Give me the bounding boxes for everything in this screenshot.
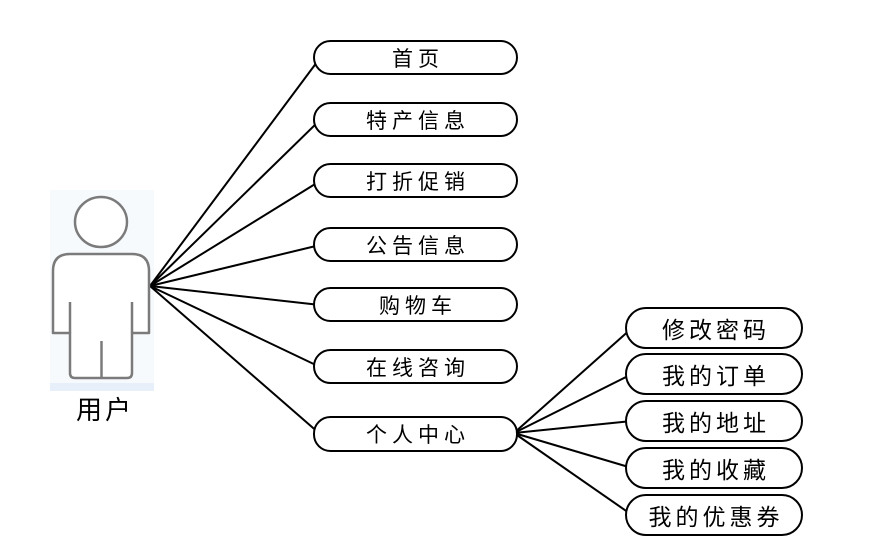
edge-personal-change-password xyxy=(513,327,633,434)
personal-center-association-lines xyxy=(513,327,633,516)
edge-user-online-consult xyxy=(149,285,321,368)
usecase-home: 首页 xyxy=(313,40,518,75)
actor-label: 用户 xyxy=(75,396,134,425)
edge-user-specialty-info xyxy=(149,119,321,287)
edge-personal-my-coupons xyxy=(513,432,633,516)
usecase-change-password: 修改密码 xyxy=(625,307,803,349)
edge-user-shopping-cart xyxy=(149,285,321,306)
usecase-specialty-info: 特产信息 xyxy=(313,102,518,137)
actor-panel-bottom-band xyxy=(50,383,154,391)
usecase-my-address: 我的地址 xyxy=(625,400,803,442)
actor-head xyxy=(73,195,129,249)
usecase-shopping-cart: 购物车 xyxy=(313,287,518,322)
usecase-my-coupons: 我的优惠券 xyxy=(625,494,803,536)
edge-personal-my-address xyxy=(513,420,633,434)
usecase-online-consult: 在线咨询 xyxy=(313,349,518,384)
edge-user-discount-promo xyxy=(149,180,321,287)
usecase-discount-promo: 打折促销 xyxy=(313,163,518,198)
edge-user-home xyxy=(149,57,321,287)
edge-personal-my-favorites xyxy=(513,432,633,469)
actor-association-lines xyxy=(149,57,321,435)
usecase-personal-center: 个人中心 xyxy=(313,416,518,452)
usecase-my-favorites: 我的收藏 xyxy=(625,447,803,489)
usecase-my-orders: 我的订单 xyxy=(625,353,803,395)
usecase-announcement-info: 公告信息 xyxy=(313,227,518,262)
edge-user-personal-center xyxy=(149,285,321,435)
edge-personal-my-orders xyxy=(513,373,633,434)
edge-user-announcement-info xyxy=(149,244,321,287)
person-icon xyxy=(51,195,151,380)
actor-body xyxy=(51,252,151,380)
